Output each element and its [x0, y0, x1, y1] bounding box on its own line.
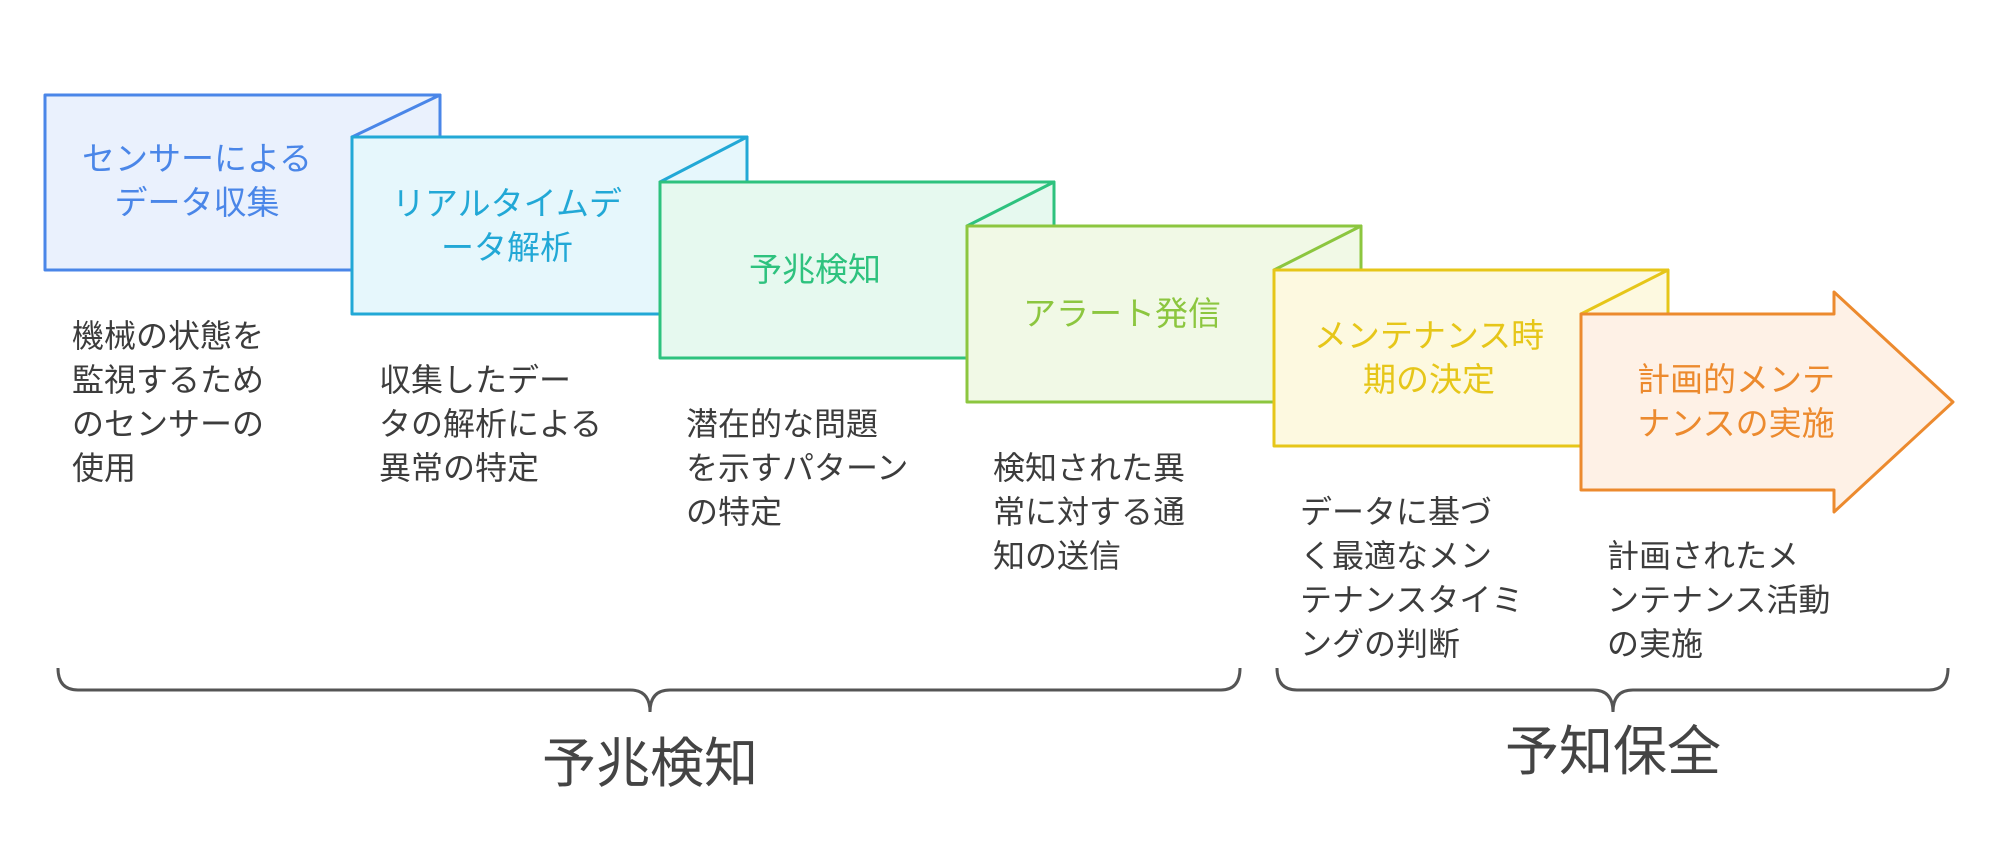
- step-3-description: 潜在的な問題 を示すパターン の特定: [686, 405, 909, 531]
- phase-2-label: 予知保全: [1505, 720, 1721, 783]
- step-6-arrow: [1579, 290, 1955, 514]
- step-1-description: 機械の状態を 監視するため のセンサーの 使用: [72, 317, 265, 487]
- step-4-title: アラート発信: [1023, 294, 1221, 333]
- phase-1-label: 予兆検知: [542, 732, 758, 795]
- step-5-title: メンテナンス時 期の決定: [1313, 316, 1545, 399]
- step-1-title: センサーによる データ収集: [81, 139, 312, 222]
- step-3-title: 予兆検知: [749, 250, 881, 289]
- step-2-title: リアルタイムデ ータ解析: [391, 184, 622, 267]
- step-6-description: 計画されたメ ンテナンス活動 の実施: [1607, 537, 1831, 663]
- step-2-description: 収集したデー タの解析による 異常の特定: [379, 361, 603, 487]
- phase-2-bracket: [1275, 667, 1950, 713]
- step-5-description: データに基づ く最適なメン テナンスタイミ ングの判断: [1300, 493, 1524, 663]
- step-4-description: 検知された異 常に対する通 知の送信: [993, 449, 1186, 575]
- phase-1-bracket: [56, 667, 1242, 713]
- step-6-title: 計画的メンテ ナンスの実施: [1637, 360, 1835, 443]
